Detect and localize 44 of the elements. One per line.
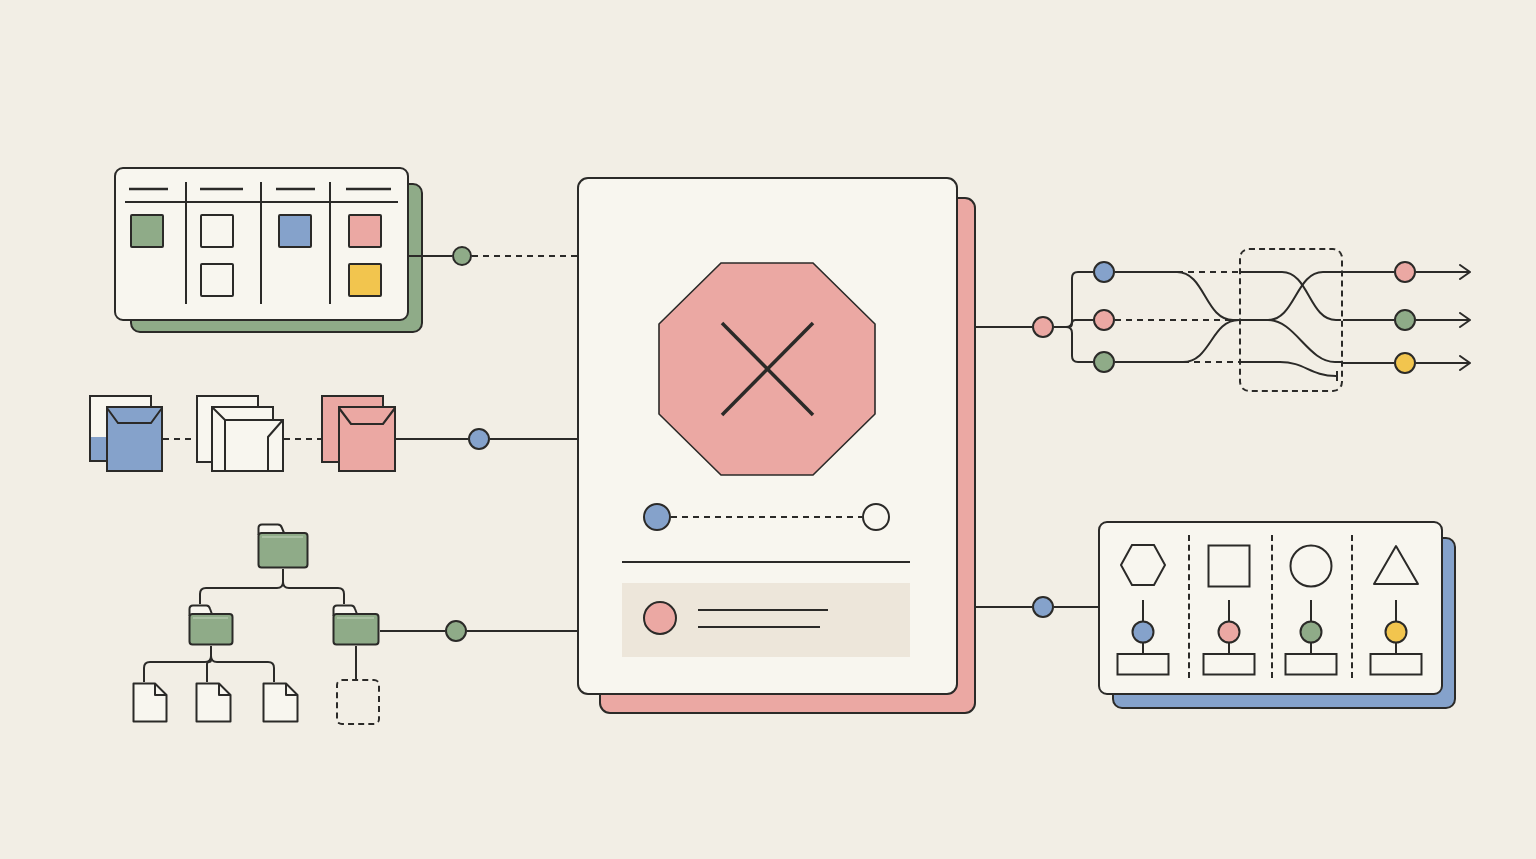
connector-dot (452, 246, 472, 266)
folder-icon (257, 523, 309, 569)
arrow (1415, 355, 1471, 371)
dashed-placeholder (336, 679, 380, 725)
connector-line (471, 255, 578, 257)
connector-line (408, 255, 453, 257)
folder-icon (188, 604, 234, 646)
connector-line (670, 516, 863, 518)
connector-dot (1093, 261, 1115, 283)
connector-line (395, 438, 469, 440)
connector-line (379, 630, 446, 632)
connector-line (355, 645, 357, 680)
connector-dot (1032, 316, 1054, 338)
connector-line (466, 630, 578, 632)
connector-line (1114, 319, 1240, 363)
connector-line (975, 606, 1033, 608)
connector-dot (1394, 352, 1416, 374)
connector-line (1053, 606, 1099, 608)
arrow (1415, 312, 1471, 328)
connector-dot (1394, 309, 1416, 331)
file-icon (262, 682, 299, 723)
connector-dot (1394, 261, 1416, 283)
envelope-stack-icon (321, 395, 396, 472)
connector-dot (445, 620, 467, 642)
connector-dot (1032, 596, 1054, 618)
dashed-frame (1239, 248, 1343, 392)
document-card (577, 177, 976, 714)
file-icon (132, 682, 168, 723)
connector-line (1342, 271, 1395, 273)
shapes-panel (1098, 521, 1443, 695)
connector-dot (468, 428, 490, 450)
envelope-stack-icon (196, 395, 284, 472)
connector-line (1053, 326, 1094, 363)
arrow (1415, 264, 1471, 280)
connector-dot (1093, 309, 1115, 331)
connector-line (1342, 362, 1395, 364)
connector-line (489, 438, 578, 440)
envelope-stack-icon (89, 395, 163, 472)
connector-line (283, 438, 322, 440)
folder-icon (332, 604, 380, 646)
connector-line (975, 326, 1033, 328)
connector-line (1342, 319, 1395, 321)
connector-dot (1093, 351, 1115, 373)
file-icon (195, 682, 232, 723)
